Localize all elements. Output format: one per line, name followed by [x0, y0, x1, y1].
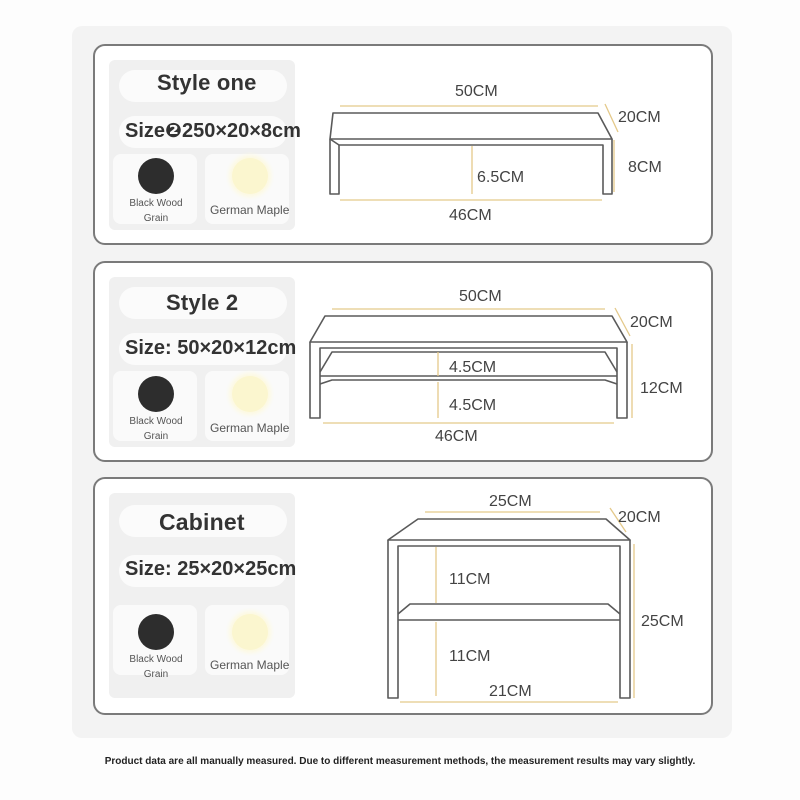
style-name: Cabinet — [159, 509, 245, 535]
german-maple-swatch[interactable] — [232, 376, 268, 412]
german-maple-label: German Maple — [210, 421, 290, 435]
black-wood-label: Black Wood Grain — [129, 416, 183, 442]
style-name: Style one — [157, 70, 257, 95]
style-name: Style 2 — [166, 290, 239, 315]
german-maple-swatch[interactable] — [232, 158, 268, 194]
size-pill — [119, 555, 287, 587]
german-maple-label: German Maple — [210, 203, 290, 217]
black-wood-swatch[interactable] — [138, 376, 174, 412]
black-wood-swatch[interactable] — [138, 158, 174, 194]
german-maple-swatch[interactable] — [232, 614, 268, 650]
size-text: Size: 25×20×25cm — [125, 558, 297, 580]
measurement-disclaimer: Product data are all manually measured. … — [104, 756, 696, 767]
name-pill — [119, 505, 287, 537]
black-wood-label: Black Wood Grain — [129, 654, 183, 680]
black-wood-swatch[interactable] — [138, 614, 174, 650]
name-pill — [119, 287, 287, 319]
size-pill — [119, 333, 287, 365]
size-pill — [119, 116, 287, 148]
black-wood-label: Black Wood Grain — [129, 198, 183, 224]
size-text: Size: 50×20×12cm — [125, 337, 297, 359]
size-text: Size❷250×20×8cm — [125, 120, 301, 142]
info-panel — [109, 277, 295, 447]
german-maple-label: German Maple — [210, 658, 290, 672]
name-pill — [119, 70, 287, 102]
